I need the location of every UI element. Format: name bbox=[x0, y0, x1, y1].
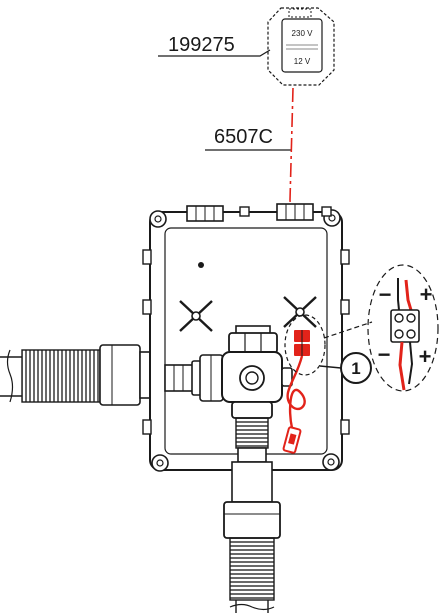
wire-bottom-black bbox=[408, 341, 414, 385]
callout-leader bbox=[319, 365, 342, 369]
transformer-outline bbox=[267, 7, 335, 86]
left-corrugated-hose bbox=[21, 349, 101, 403]
box-side-tabs bbox=[142, 249, 350, 435]
bottom-pipe-stem bbox=[231, 461, 273, 503]
box-center-dot bbox=[198, 262, 204, 268]
cable-part-label: 6507C bbox=[205, 126, 291, 151]
detail-leader bbox=[323, 321, 373, 339]
transformer-body bbox=[281, 18, 323, 73]
box-top-port-left bbox=[186, 205, 224, 222]
valve-left-pipe bbox=[164, 364, 194, 392]
left-hose-coupling bbox=[99, 344, 141, 406]
terminal-block bbox=[390, 309, 420, 343]
left-pipe bbox=[0, 344, 167, 406]
valve-right-nub bbox=[281, 367, 293, 387]
cable-route-line bbox=[289, 87, 300, 331]
connector-highlight bbox=[284, 314, 326, 376]
terminal-minus-top: − bbox=[379, 282, 392, 307]
valve-assembly bbox=[164, 325, 293, 463]
cable-connector bbox=[282, 330, 310, 454]
box-top-clip-right bbox=[321, 206, 332, 217]
valve-bottom-outlet bbox=[237, 447, 267, 463]
valve-bottom-thread bbox=[235, 417, 269, 449]
callout-number: 1 bbox=[351, 359, 360, 378]
terminal-screw bbox=[406, 329, 416, 339]
terminal-plus-top: + bbox=[420, 282, 433, 307]
transformer-part-leader bbox=[158, 49, 271, 57]
wire-top-black bbox=[397, 278, 400, 311]
terminal-detail-outline bbox=[367, 264, 439, 392]
transformer-part-label: 199275 bbox=[158, 34, 271, 57]
callout-circle bbox=[340, 352, 372, 384]
transformer-output-voltage: 12 V bbox=[294, 57, 311, 66]
bottom-pipe-break-mark bbox=[229, 603, 275, 611]
terminal-screw bbox=[406, 313, 416, 323]
cable-part-number: 6507C bbox=[214, 126, 273, 148]
transformer-part-number: 199275 bbox=[168, 34, 235, 56]
bottom-corrugated-hose bbox=[229, 537, 275, 601]
fixing-screw-left bbox=[179, 300, 213, 332]
terminal-detail: − + − + bbox=[367, 264, 439, 392]
cable-loop bbox=[286, 355, 306, 429]
terminal-screw bbox=[394, 313, 404, 323]
bottom-pipe bbox=[223, 461, 281, 613]
terminal-minus-bottom: − bbox=[378, 342, 391, 367]
callout-1: 1 bbox=[319, 352, 372, 384]
box-top-port-right bbox=[276, 203, 314, 221]
bottom-hose-coupling bbox=[223, 501, 281, 539]
box-mounting-holes bbox=[149, 209, 341, 472]
transformer: 230 V 12 V bbox=[267, 7, 335, 86]
transformer-input-voltage: 230 V bbox=[292, 29, 314, 38]
wire-bottom-red bbox=[398, 341, 406, 391]
transformer-top-tab bbox=[288, 8, 312, 18]
wire-top-red bbox=[404, 279, 413, 311]
left-pipe-break-mark bbox=[6, 349, 14, 403]
terminal-plus-bottom: + bbox=[419, 344, 432, 369]
box-top-clip-left bbox=[239, 206, 250, 217]
valve-bottom-nut bbox=[231, 401, 273, 419]
valve-top-nut bbox=[228, 332, 278, 354]
cable-plug bbox=[282, 426, 302, 454]
transformer-fine-print bbox=[286, 44, 318, 50]
terminal-screw bbox=[394, 329, 404, 339]
valve-port bbox=[239, 365, 265, 391]
